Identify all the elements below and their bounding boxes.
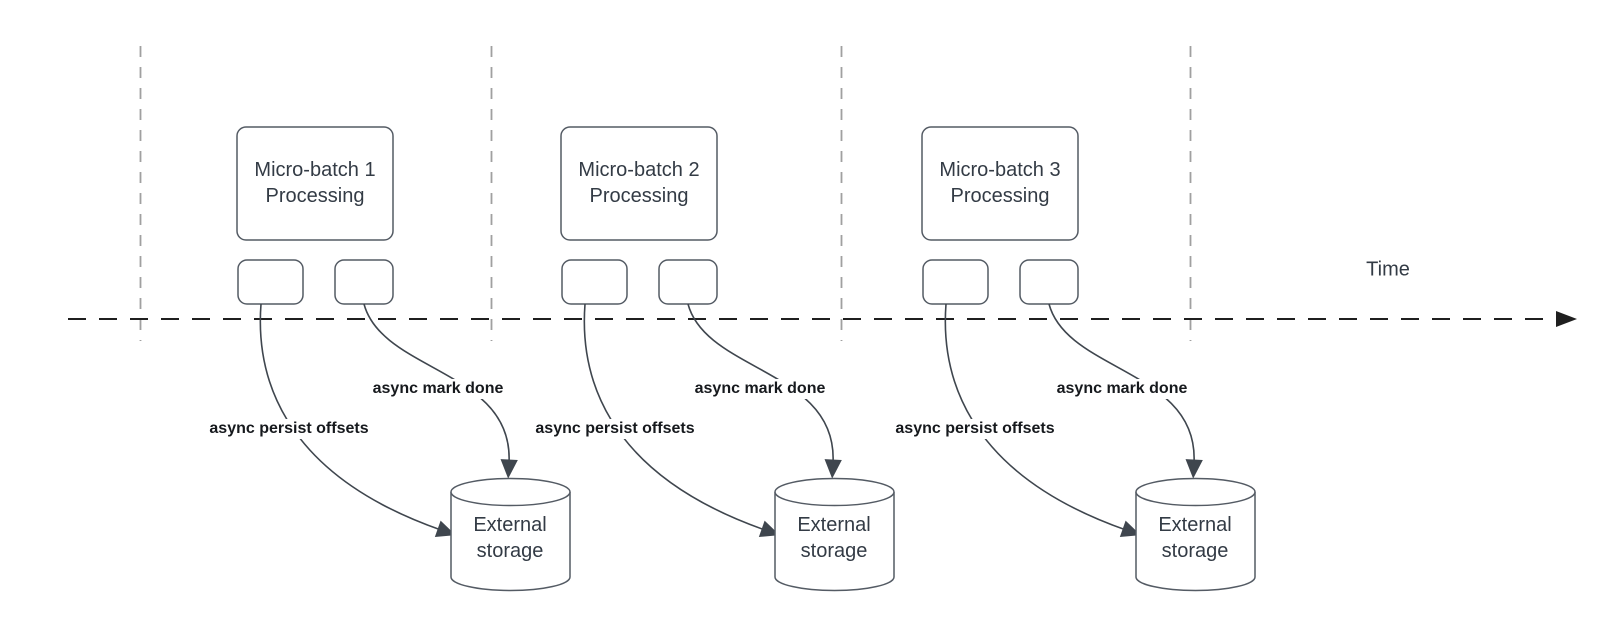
micro-batch-1-processing-box: [236, 126, 394, 241]
mark-done-label: async mark done: [368, 379, 508, 399]
mark-done-label: async mark done: [690, 379, 830, 399]
micro-batch-group-1: [236, 126, 571, 592]
mark-done-label: async mark done: [1052, 379, 1192, 399]
external-storage-cylinder: [774, 492, 895, 592]
external-storage-label: External storage: [797, 512, 870, 564]
persist-offsets-label: async persist offsets: [205, 419, 373, 439]
box-title-line2: Processing: [589, 185, 689, 207]
storage-label-line2: storage: [1161, 540, 1229, 562]
persist-offsets-arrow: [259, 303, 456, 538]
persist-offsets-task-box: [561, 259, 628, 305]
mark-done-arrow: [363, 303, 518, 479]
mark-done-arrow: [1048, 303, 1203, 479]
box-title-line1: Micro-batch 3: [939, 159, 1061, 181]
box-title-line2: Processing: [950, 185, 1050, 207]
micro-batch-group-3: [921, 126, 1256, 592]
external-storage-cylinder: [450, 492, 571, 592]
mark-done-task-box: [658, 259, 718, 305]
time-axis-arrowhead: [1556, 311, 1577, 327]
persist-offsets-label: async persist offsets: [531, 419, 699, 439]
external-storage-label: External storage: [473, 512, 546, 564]
external-storage-cylinder: [1135, 492, 1256, 592]
micro-batch-2-box-label: Micro-batch 2 Processing: [578, 157, 699, 209]
box-title-line1: Micro-batch 2: [578, 159, 700, 181]
storage-label-line2: storage: [476, 540, 544, 562]
persist-offsets-task-box: [922, 259, 989, 305]
external-storage-cylinder-top: [774, 477, 895, 507]
box-title-line1: Micro-batch 1: [254, 159, 376, 181]
external-storage-label: External storage: [1158, 512, 1231, 564]
storage-label-line1: External: [473, 514, 547, 536]
persist-offsets-task-box: [237, 259, 304, 305]
micro-batch-group-2: [560, 126, 895, 592]
mark-done-arrow: [687, 303, 842, 479]
persist-offsets-arrow: [583, 303, 780, 538]
storage-label-line1: External: [797, 514, 871, 536]
micro-batch-3-processing-box: [921, 126, 1079, 241]
box-title-line2: Processing: [265, 185, 365, 207]
time-axis-label: Time: [1366, 258, 1410, 281]
external-storage-cylinder-top: [1135, 477, 1256, 507]
micro-batch-2-processing-box: [560, 126, 718, 241]
storage-label-line1: External: [1158, 514, 1232, 536]
external-storage-cylinder-top: [450, 477, 571, 507]
mark-done-task-box: [1019, 259, 1079, 305]
persist-offsets-arrow: [944, 303, 1141, 538]
storage-label-line2: storage: [800, 540, 868, 562]
persist-offsets-label: async persist offsets: [891, 419, 1059, 439]
micro-batch-3-box-label: Micro-batch 3 Processing: [939, 157, 1060, 209]
mark-done-task-box: [334, 259, 394, 305]
micro-batch-1-box-label: Micro-batch 1 Processing: [254, 157, 375, 209]
